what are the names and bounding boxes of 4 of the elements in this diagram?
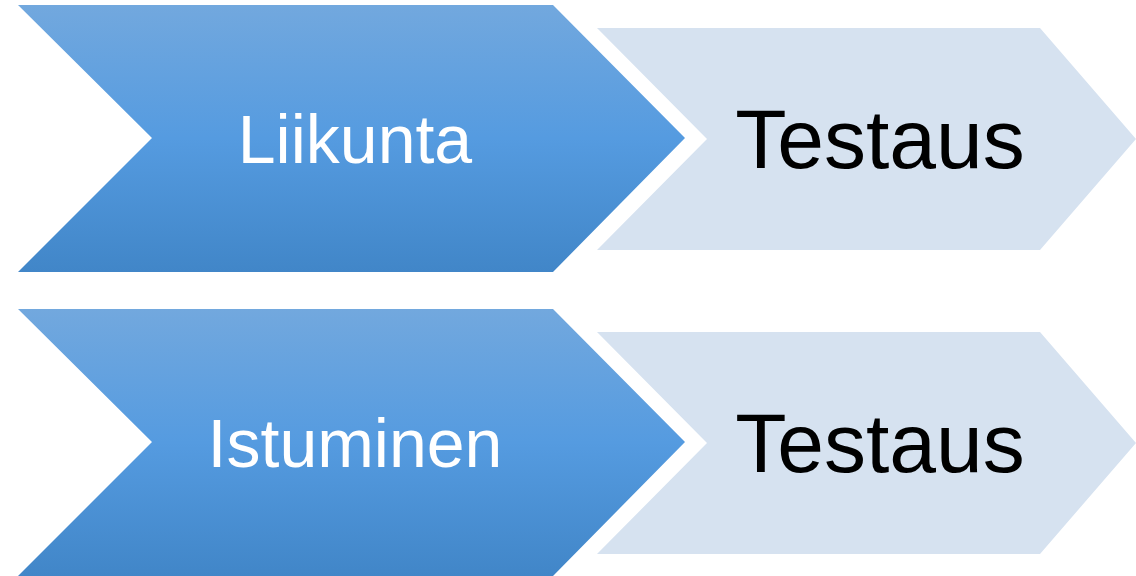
step-label: Liikunta: [237, 104, 473, 173]
step-label: Istuminen: [207, 408, 503, 477]
step-label: Testaus: [735, 97, 1025, 181]
step-label: Testaus: [735, 401, 1025, 485]
